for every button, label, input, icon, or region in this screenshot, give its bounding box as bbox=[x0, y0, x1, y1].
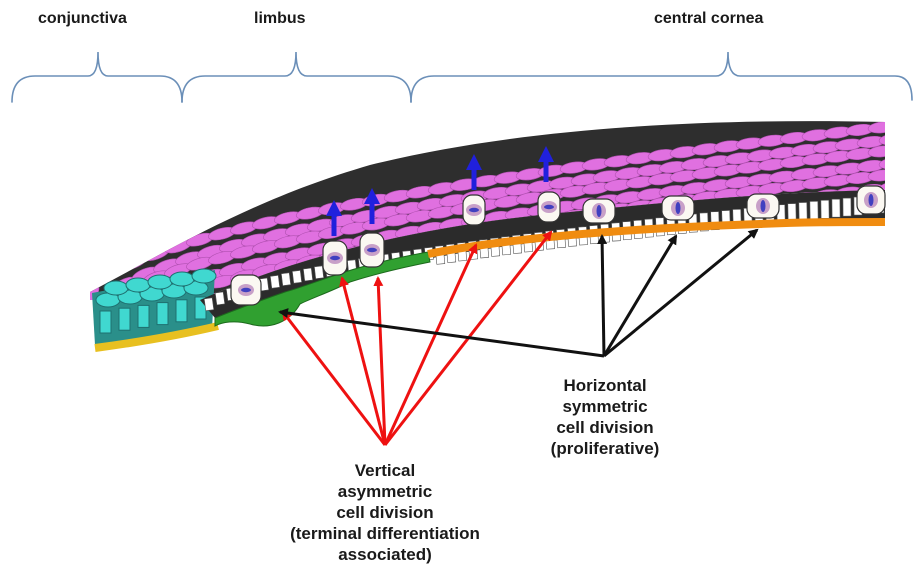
limbus-bracket bbox=[182, 52, 411, 102]
conjunctival-cell bbox=[104, 281, 128, 295]
chromatin bbox=[367, 248, 377, 252]
conjunctival-basal-cell bbox=[157, 303, 168, 325]
conjunctival-basal-cell bbox=[100, 311, 111, 333]
basal-cell bbox=[843, 198, 851, 216]
vertical-caption-line-2: asymmetric bbox=[265, 481, 505, 502]
basal-cell bbox=[270, 275, 279, 288]
conjunctival-basal-cell bbox=[119, 308, 130, 330]
basal-cell bbox=[799, 202, 807, 220]
conjunctival-cell bbox=[148, 275, 172, 289]
chromatin bbox=[761, 200, 766, 212]
basal-cell bbox=[215, 292, 225, 305]
basal-cell bbox=[303, 268, 312, 281]
chromatin bbox=[241, 288, 251, 292]
basal-cell bbox=[821, 200, 829, 218]
basal-cell bbox=[810, 201, 818, 219]
horizontal-division-caption: Horizontal symmetric cell division (prol… bbox=[520, 375, 690, 459]
vertical-caption-line-3: cell division bbox=[265, 502, 505, 523]
horizontal-division-arrow-4 bbox=[604, 230, 757, 356]
basal-cell bbox=[832, 199, 840, 217]
vertical-caption-line-5: associated) bbox=[265, 544, 505, 565]
region-brackets bbox=[12, 52, 912, 102]
vertical-division-arrow-1 bbox=[283, 312, 385, 445]
horizontal-division-arrow-2 bbox=[602, 236, 604, 356]
central-cornea-bracket bbox=[411, 52, 912, 102]
conjunctival-epithelium bbox=[92, 269, 218, 348]
conjunctival-basal-cell bbox=[176, 300, 187, 322]
basal-cell bbox=[204, 298, 214, 311]
vertical-caption-line-1: Vertical bbox=[265, 460, 505, 481]
horizontal-caption-line-2: symmetric bbox=[520, 396, 690, 417]
chromatin bbox=[330, 256, 340, 260]
basal-cell bbox=[292, 270, 301, 283]
conjunctiva-bracket bbox=[12, 52, 182, 102]
conjunctival-cell bbox=[126, 278, 150, 292]
chromatin bbox=[597, 205, 602, 217]
horizontal-caption-line-1: Horizontal bbox=[520, 375, 690, 396]
chromatin bbox=[676, 202, 681, 214]
basal-cell bbox=[281, 273, 290, 286]
horizontal-division-arrow-3 bbox=[604, 236, 676, 356]
conjunctival-cell bbox=[170, 272, 194, 286]
chromatin bbox=[544, 205, 554, 209]
conjunctival-basal-cell bbox=[138, 305, 149, 327]
horizontal-caption-line-4: (proliferative) bbox=[520, 438, 690, 459]
basal-cell bbox=[314, 266, 323, 279]
vertical-division-caption: Vertical asymmetric cell division (termi… bbox=[265, 460, 505, 565]
chromatin bbox=[469, 208, 479, 212]
conjunctival-cell bbox=[192, 269, 216, 283]
horizontal-caption-line-3: cell division bbox=[520, 417, 690, 438]
chromatin bbox=[869, 194, 874, 206]
vertical-caption-line-4: (terminal differentiation bbox=[265, 523, 505, 544]
